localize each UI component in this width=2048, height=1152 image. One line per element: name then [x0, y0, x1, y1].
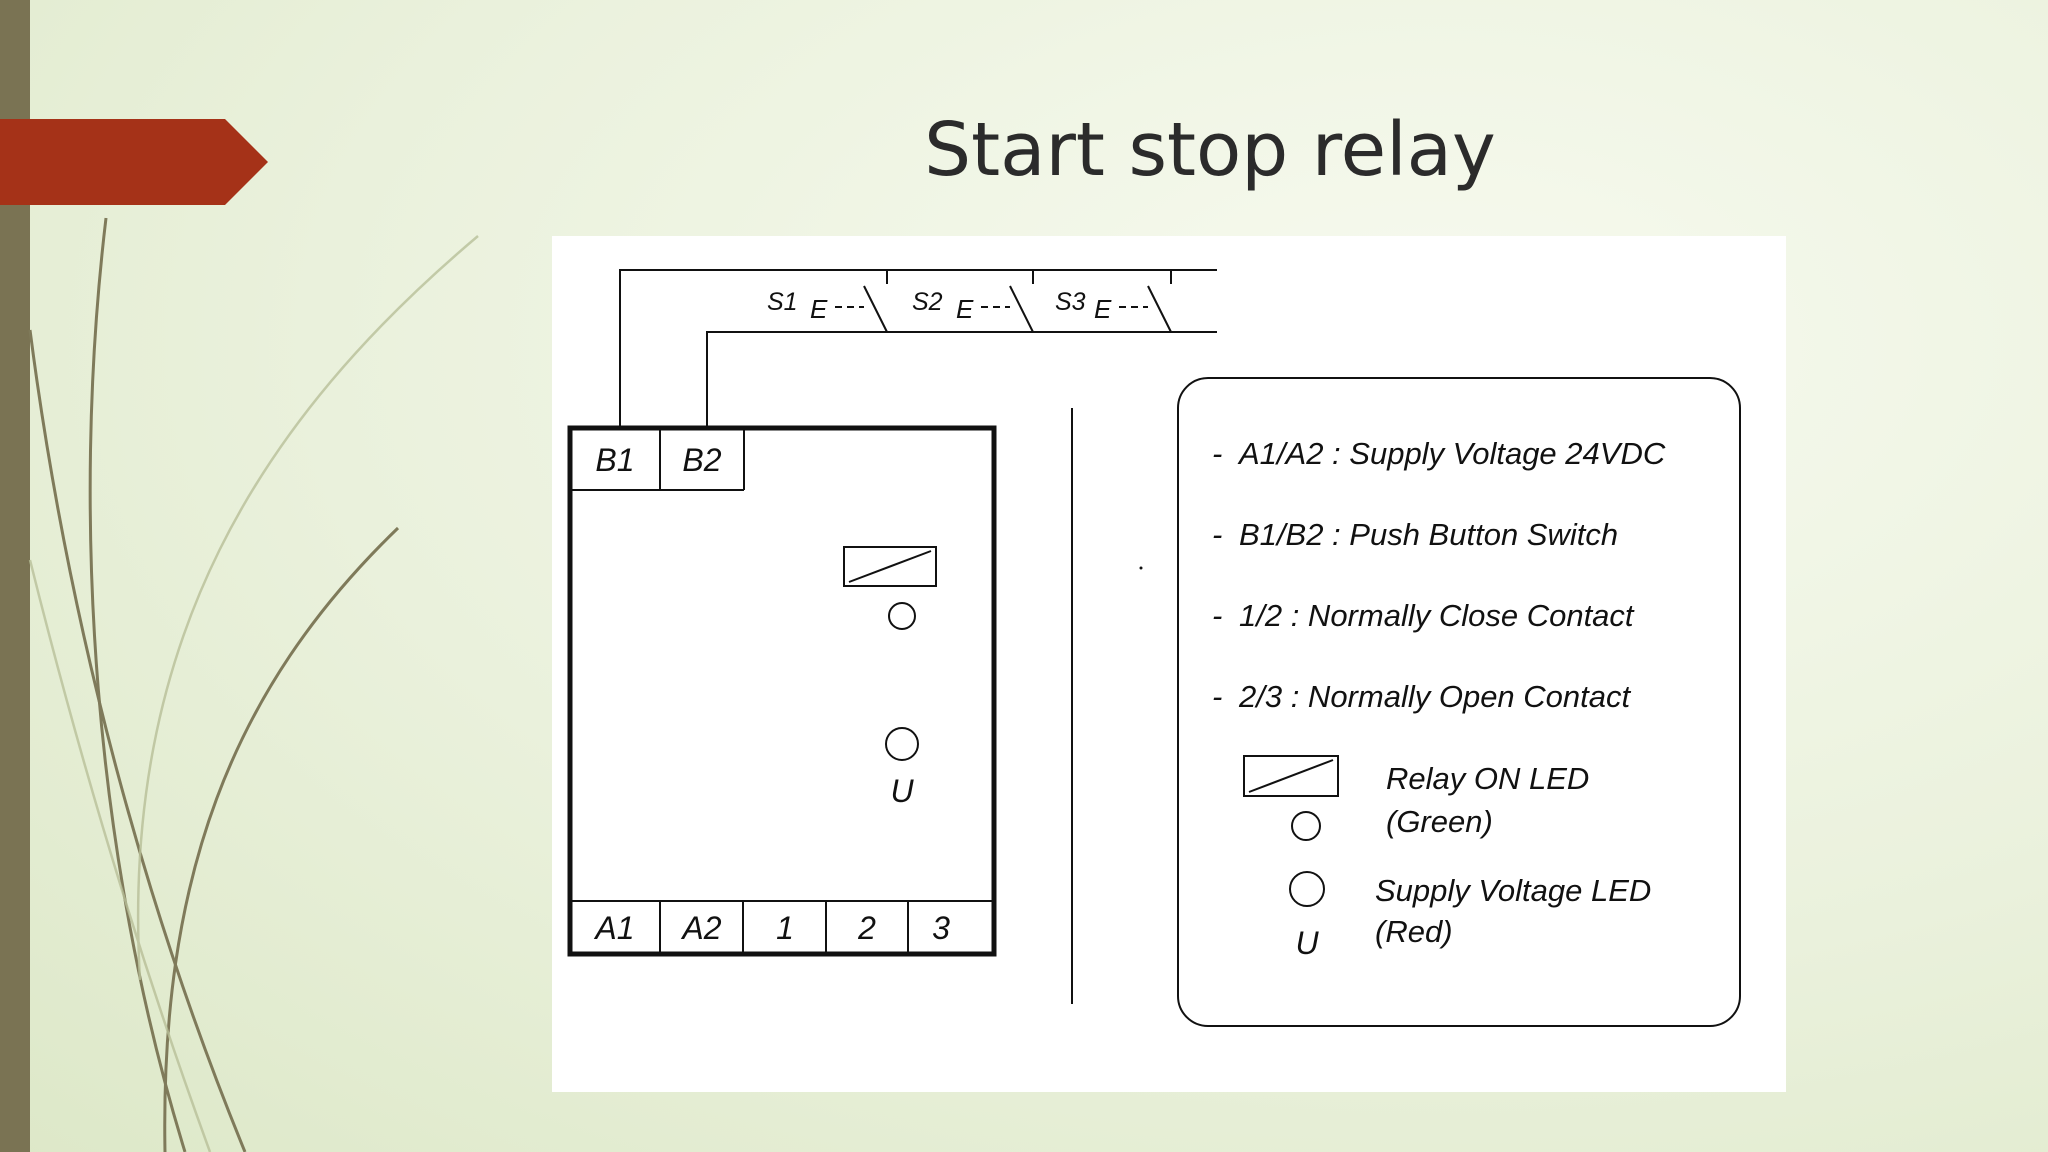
terminal-a2: A2	[680, 910, 721, 946]
switch-s3-label: S3	[1055, 288, 1086, 316]
switch-s2-mark: E	[956, 294, 974, 324]
legend-bullet-3: -	[1212, 598, 1222, 633]
legend-supply-led-line1: Supply Voltage LED	[1375, 873, 1651, 908]
relay-on-led-icon	[843, 546, 937, 630]
legend-relay-led-icon	[1243, 755, 1339, 841]
switch-s3: S3 E	[1055, 270, 1172, 333]
switch-s2-label: S2	[912, 288, 943, 316]
relay-module: B1 B2 A1 A2 1 2 3 U	[567, 425, 997, 957]
wire-b2	[706, 331, 1217, 428]
legend-box: - A1/A2 : Supply Voltage 24VDC - B1/B2 :…	[1177, 377, 1741, 1027]
legend-item-supply-voltage: A1/A2 : Supply Voltage 24VDC	[1237, 436, 1666, 471]
terminal-b2: B2	[682, 442, 721, 478]
switch-s1: S1 E	[767, 270, 888, 333]
legend-item-nc-contact: 1/2 : Normally Close Contact	[1239, 598, 1635, 633]
terminal-3: 3	[932, 910, 950, 946]
supply-led-symbol: U	[890, 773, 914, 809]
legend-item-push-button: B1/B2 : Push Button Switch	[1239, 517, 1618, 552]
legend-bullet-1: -	[1212, 436, 1222, 471]
supply-led-icon	[885, 727, 919, 761]
switch-s3-mark: E	[1094, 294, 1112, 324]
legend-bullet-4: -	[1212, 679, 1222, 714]
switch-s2: S2 E	[912, 270, 1034, 333]
legend-relay-led-line2: (Green)	[1386, 804, 1493, 839]
legend-supply-led-symbol: U	[1295, 925, 1319, 961]
grass-decoration	[28, 217, 479, 1152]
wiring-lines	[619, 269, 1217, 428]
legend-item-no-contact: 2/3 : Normally Open Contact	[1238, 679, 1632, 714]
diagram-panel: S1 E S2 E S3 E B1	[552, 236, 1786, 1092]
terminal-2: 2	[857, 910, 876, 946]
switch-s1-mark: E	[810, 294, 828, 324]
switch-s1-label: S1	[767, 288, 798, 316]
terminal-a1: A1	[593, 910, 634, 946]
red-arrow-banner	[0, 119, 268, 205]
slide-title: Start stop relay	[924, 107, 1496, 193]
wire-b1	[619, 269, 1217, 428]
legend-relay-led-line1: Relay ON LED	[1386, 761, 1589, 796]
terminal-1: 1	[776, 910, 794, 946]
legend-supply-led-line2: (Red)	[1375, 914, 1453, 949]
relay-wiring-diagram: S1 E S2 E S3 E B1	[567, 269, 1741, 1027]
legend-supply-led-icon	[1289, 871, 1325, 907]
legend-bullet-2: -	[1212, 517, 1222, 552]
terminal-b1: B1	[595, 442, 634, 478]
